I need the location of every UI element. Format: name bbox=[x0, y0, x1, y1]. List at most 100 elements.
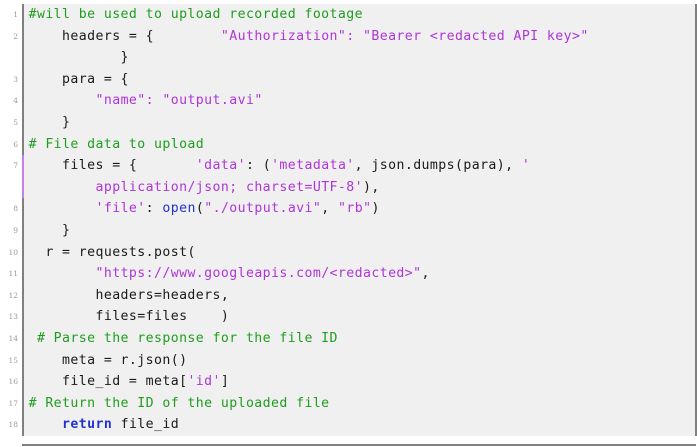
listing-right-border bbox=[695, 392, 697, 415]
line-number: 5 bbox=[13, 117, 18, 127]
token-pl: file_id bbox=[112, 417, 180, 433]
code-line: 6 # File data to upload bbox=[0, 133, 697, 156]
listing-left-border bbox=[22, 284, 24, 307]
code-line: 13 files=files ) bbox=[0, 306, 697, 328]
code-text: r = requests.post( bbox=[23, 241, 696, 264]
listing-right-border bbox=[695, 306, 697, 328]
listing-right-border bbox=[695, 349, 697, 372]
token-pl: } bbox=[28, 50, 129, 66]
code-text: # Return the ID of the uploaded file bbox=[23, 392, 696, 415]
line-number: 15 bbox=[8, 355, 18, 365]
line-number: 17 bbox=[8, 398, 18, 408]
token-pl: headers = { bbox=[28, 28, 221, 44]
code-text: } bbox=[23, 47, 696, 69]
code-line: 15 meta = r.json() bbox=[0, 349, 697, 372]
line-number: 10 bbox=[8, 247, 18, 257]
token-pl bbox=[29, 180, 96, 195]
listing-left-border bbox=[22, 90, 24, 112]
code-line: } bbox=[0, 47, 697, 69]
token-st: 'data' bbox=[195, 158, 246, 174]
listing-left-border bbox=[22, 306, 24, 328]
code-text: headers=headers, bbox=[23, 284, 696, 307]
token-st: 'file' bbox=[95, 201, 146, 217]
listing-right-border bbox=[695, 371, 697, 393]
listing-left-border bbox=[22, 133, 24, 156]
listing-left-border bbox=[22, 219, 24, 242]
listing-right-border bbox=[695, 111, 697, 134]
token-pl: : bbox=[145, 201, 163, 217]
code-text: "name": "output.avi" bbox=[23, 90, 696, 112]
listing-right-border bbox=[695, 284, 697, 307]
token-st: "rb" bbox=[338, 201, 372, 217]
token-pl: file_id = meta[ bbox=[28, 374, 188, 390]
token-pl bbox=[29, 417, 62, 432]
token-cm: #will be used to upload recorded footage bbox=[28, 7, 363, 22]
code-line: 10 r = requests.post( bbox=[0, 241, 697, 264]
token-cm: # Parse the response for the file ID bbox=[28, 330, 338, 346]
code-line: application/json; charset=UTF-8'), bbox=[0, 176, 697, 199]
code-line: 7 files = { 'data': ('metadata', json.du… bbox=[0, 155, 697, 177]
listing-left-border bbox=[22, 25, 24, 48]
line-number: 2 bbox=[13, 31, 18, 41]
token-pl bbox=[29, 93, 96, 108]
listing-right-border bbox=[695, 25, 697, 48]
token-pl: files = { bbox=[28, 158, 196, 174]
token-st: "Authorization": "Bearer <redacted API k… bbox=[220, 28, 589, 44]
line-number: 16 bbox=[8, 377, 18, 387]
line-number: 9 bbox=[13, 225, 18, 235]
token-st: 'id' bbox=[187, 374, 221, 390]
listing-right-border bbox=[695, 327, 697, 350]
token-kw: return bbox=[62, 417, 113, 433]
code-text: para = { bbox=[23, 68, 696, 91]
listing-right-border bbox=[695, 263, 697, 285]
listing-left-border bbox=[22, 198, 24, 220]
token-st: ' bbox=[521, 158, 531, 174]
code-text: "https://www.googleapis.com/<redacted>", bbox=[23, 263, 696, 285]
listing-left-border bbox=[22, 263, 24, 285]
code-text: } bbox=[23, 219, 696, 242]
token-pl: ] bbox=[220, 374, 230, 390]
token-st: "./output.avi" bbox=[204, 201, 322, 217]
listing-right-border bbox=[695, 133, 697, 156]
code-line: 8 'file': open("./output.avi", "rb") bbox=[0, 198, 697, 220]
code-text: headers = { "Authorization": "Bearer <re… bbox=[23, 25, 696, 48]
listing-left-border bbox=[22, 392, 24, 415]
token-pl: } bbox=[28, 114, 71, 130]
line-number: 13 bbox=[8, 312, 18, 322]
code-line: 11 "https://www.googleapis.com/<redacted… bbox=[0, 263, 697, 285]
line-number: 8 bbox=[13, 204, 18, 214]
code-text: files = { 'data': ('metadata', json.dump… bbox=[23, 155, 696, 177]
listing-left-border bbox=[22, 47, 24, 69]
code-line: 1#will be used to upload recorded footag… bbox=[0, 4, 697, 26]
token-pl: , bbox=[421, 266, 430, 282]
listing-left-border bbox=[22, 241, 24, 264]
listing-left-border bbox=[22, 414, 24, 436]
listing-right-border bbox=[695, 219, 697, 242]
code-text: application/json; charset=UTF-8'), bbox=[23, 176, 696, 199]
code-text: # File data to upload bbox=[23, 133, 696, 156]
code-line: 16 file_id = meta['id'] bbox=[0, 371, 697, 393]
token-st: "name": "output.avi" bbox=[95, 93, 263, 109]
code-line: 4 "name": "output.avi" bbox=[0, 90, 697, 112]
code-text: meta = r.json() bbox=[23, 349, 696, 372]
code-line: 9 } bbox=[0, 219, 697, 242]
change-marker bbox=[22, 155, 24, 177]
token-pl bbox=[29, 201, 96, 216]
token-pl: ( bbox=[195, 201, 205, 217]
token-pl: ), bbox=[363, 179, 380, 195]
code-rows: 1#will be used to upload recorded footag… bbox=[0, 4, 697, 436]
line-number: 4 bbox=[13, 96, 18, 106]
line-number: 12 bbox=[8, 290, 18, 300]
listing-left-border bbox=[22, 4, 24, 26]
token-pl bbox=[29, 266, 96, 281]
code-line: 14 # Parse the response for the file ID bbox=[0, 327, 697, 350]
token-pl: headers=headers, bbox=[28, 287, 230, 303]
code-line: 2 headers = { "Authorization": "Bearer <… bbox=[0, 25, 697, 48]
listing-right-border bbox=[695, 241, 697, 264]
code-text: } bbox=[23, 111, 696, 134]
token-cm: # File data to upload bbox=[28, 136, 205, 152]
listing-right-border bbox=[695, 155, 697, 177]
line-number: 6 bbox=[13, 139, 18, 149]
code-line: 3 para = { bbox=[0, 68, 697, 91]
line-number: 11 bbox=[8, 269, 18, 279]
